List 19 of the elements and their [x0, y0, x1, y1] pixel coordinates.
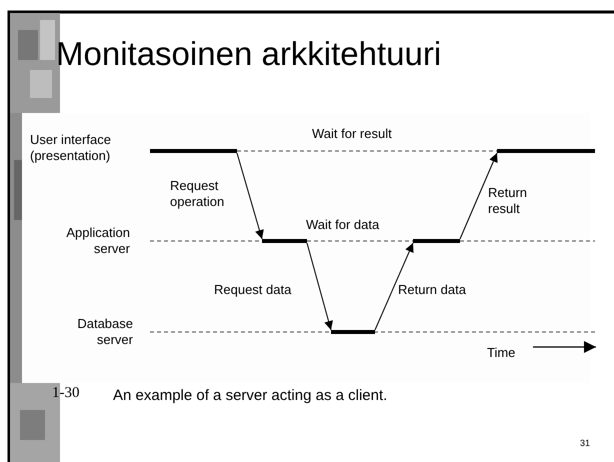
arrow [374, 242, 414, 330]
dashed-line [306, 240, 414, 242]
figure-number: 1-30 [52, 385, 80, 401]
activity-bar [497, 149, 595, 153]
caption: An example of a server acting as a client. [113, 388, 388, 404]
tier-label: User interface (presentation) [30, 132, 112, 164]
axis-label: Time [487, 345, 516, 361]
arrow [306, 242, 333, 330]
arrow [460, 152, 498, 240]
tier-label: Application server [65, 225, 130, 257]
activity-bar [150, 149, 237, 153]
activity-bar [413, 239, 460, 243]
tier-label: Database server [76, 316, 133, 348]
title: Monitasoinen arkkitehtuuri [56, 34, 442, 74]
activity-bar [331, 330, 375, 334]
page-number: 31 [578, 437, 590, 450]
activity-bar [262, 239, 307, 243]
arrow [236, 152, 264, 240]
dashed-line [236, 150, 498, 152]
